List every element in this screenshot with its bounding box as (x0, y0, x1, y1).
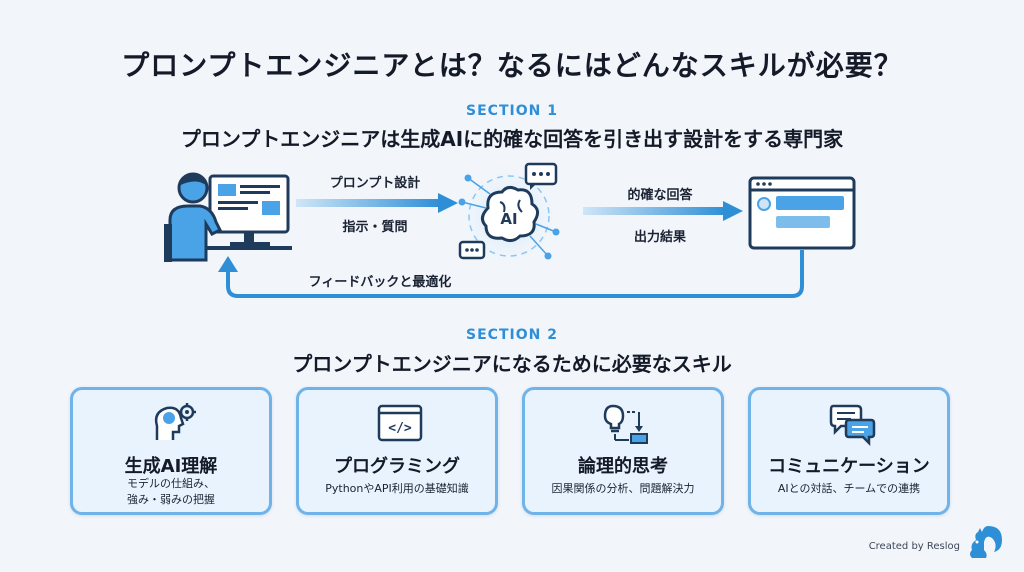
skill-title: 論理的思考 (578, 456, 668, 477)
skill-desc: PythonやAPI利用の基礎知識 (303, 481, 491, 497)
person-at-computer-icon (164, 172, 292, 262)
feedback-label: フィードバックと最適化 (308, 275, 452, 290)
credit-text: Created by Reslog (868, 541, 960, 552)
squirrel-logo-icon (970, 526, 1002, 558)
skill-desc: AIとの対話、チームでの連携 (755, 481, 943, 497)
code-window-icon: </> (377, 404, 423, 442)
page-title: プロンプトエンジニアとは？なるにはどんなスキルが必要？ (121, 49, 903, 82)
section2-label: SECTION 2 (466, 327, 558, 343)
input-label-instruction: 指示・質問 (342, 220, 408, 235)
chat-bubbles-icon (829, 404, 876, 446)
input-arrow (296, 193, 458, 213)
brain-gear-icon (154, 403, 196, 440)
skill-desc: 因果関係の分析、問題解決力 (529, 481, 717, 497)
section2-heading: プロンプトエンジニアになるために必要なスキル (292, 352, 732, 376)
skill-card-logical-thinking: 論理的思考 因果関係の分析、問題解決力 (522, 387, 724, 515)
input-label-prompt-design: プロンプト設計 (329, 176, 421, 191)
browser-window-icon (748, 176, 856, 250)
skill-title: 生成AI理解 (124, 456, 218, 477)
section1-heading: プロンプトエンジニアは生成AIに的確な回答を引き出す設計をする専門家 (180, 127, 844, 151)
skill-desc-line: AIとの対話、チームでの連携 (777, 482, 921, 495)
output-label-result: 出力結果 (633, 230, 686, 245)
skill-title: プログラミング (334, 456, 460, 477)
skill-card-communication: コミュニケーション AIとの対話、チームでの連携 (748, 387, 950, 515)
svg-text:</>: </> (388, 421, 412, 436)
section1-label: SECTION 1 (466, 103, 558, 119)
feedback-loop-arrow (218, 250, 804, 298)
ai-brain-icon: AI (457, 162, 561, 268)
skill-desc-line: モデルの仕組み、 (127, 477, 215, 490)
skill-desc: モデルの仕組み、 強み・弱みの把握 (77, 476, 265, 508)
output-arrow (583, 201, 743, 221)
skill-card-ai-understanding: 生成AI理解 モデルの仕組み、 強み・弱みの把握 (70, 387, 272, 515)
skill-desc-line: PythonやAPI利用の基礎知識 (325, 482, 469, 495)
ai-label: AI (500, 210, 517, 228)
output-label-answer: 的確な回答 (627, 188, 693, 203)
lightbulb-flow-icon (603, 404, 648, 444)
skill-title: コミュニケーション (768, 456, 930, 477)
skill-card-programming: </> プログラミング PythonやAPI利用の基礎知識 (296, 387, 498, 515)
skill-desc-line: 因果関係の分析、問題解決力 (551, 482, 695, 495)
skill-desc-line: 強み・弱みの把握 (127, 493, 215, 506)
